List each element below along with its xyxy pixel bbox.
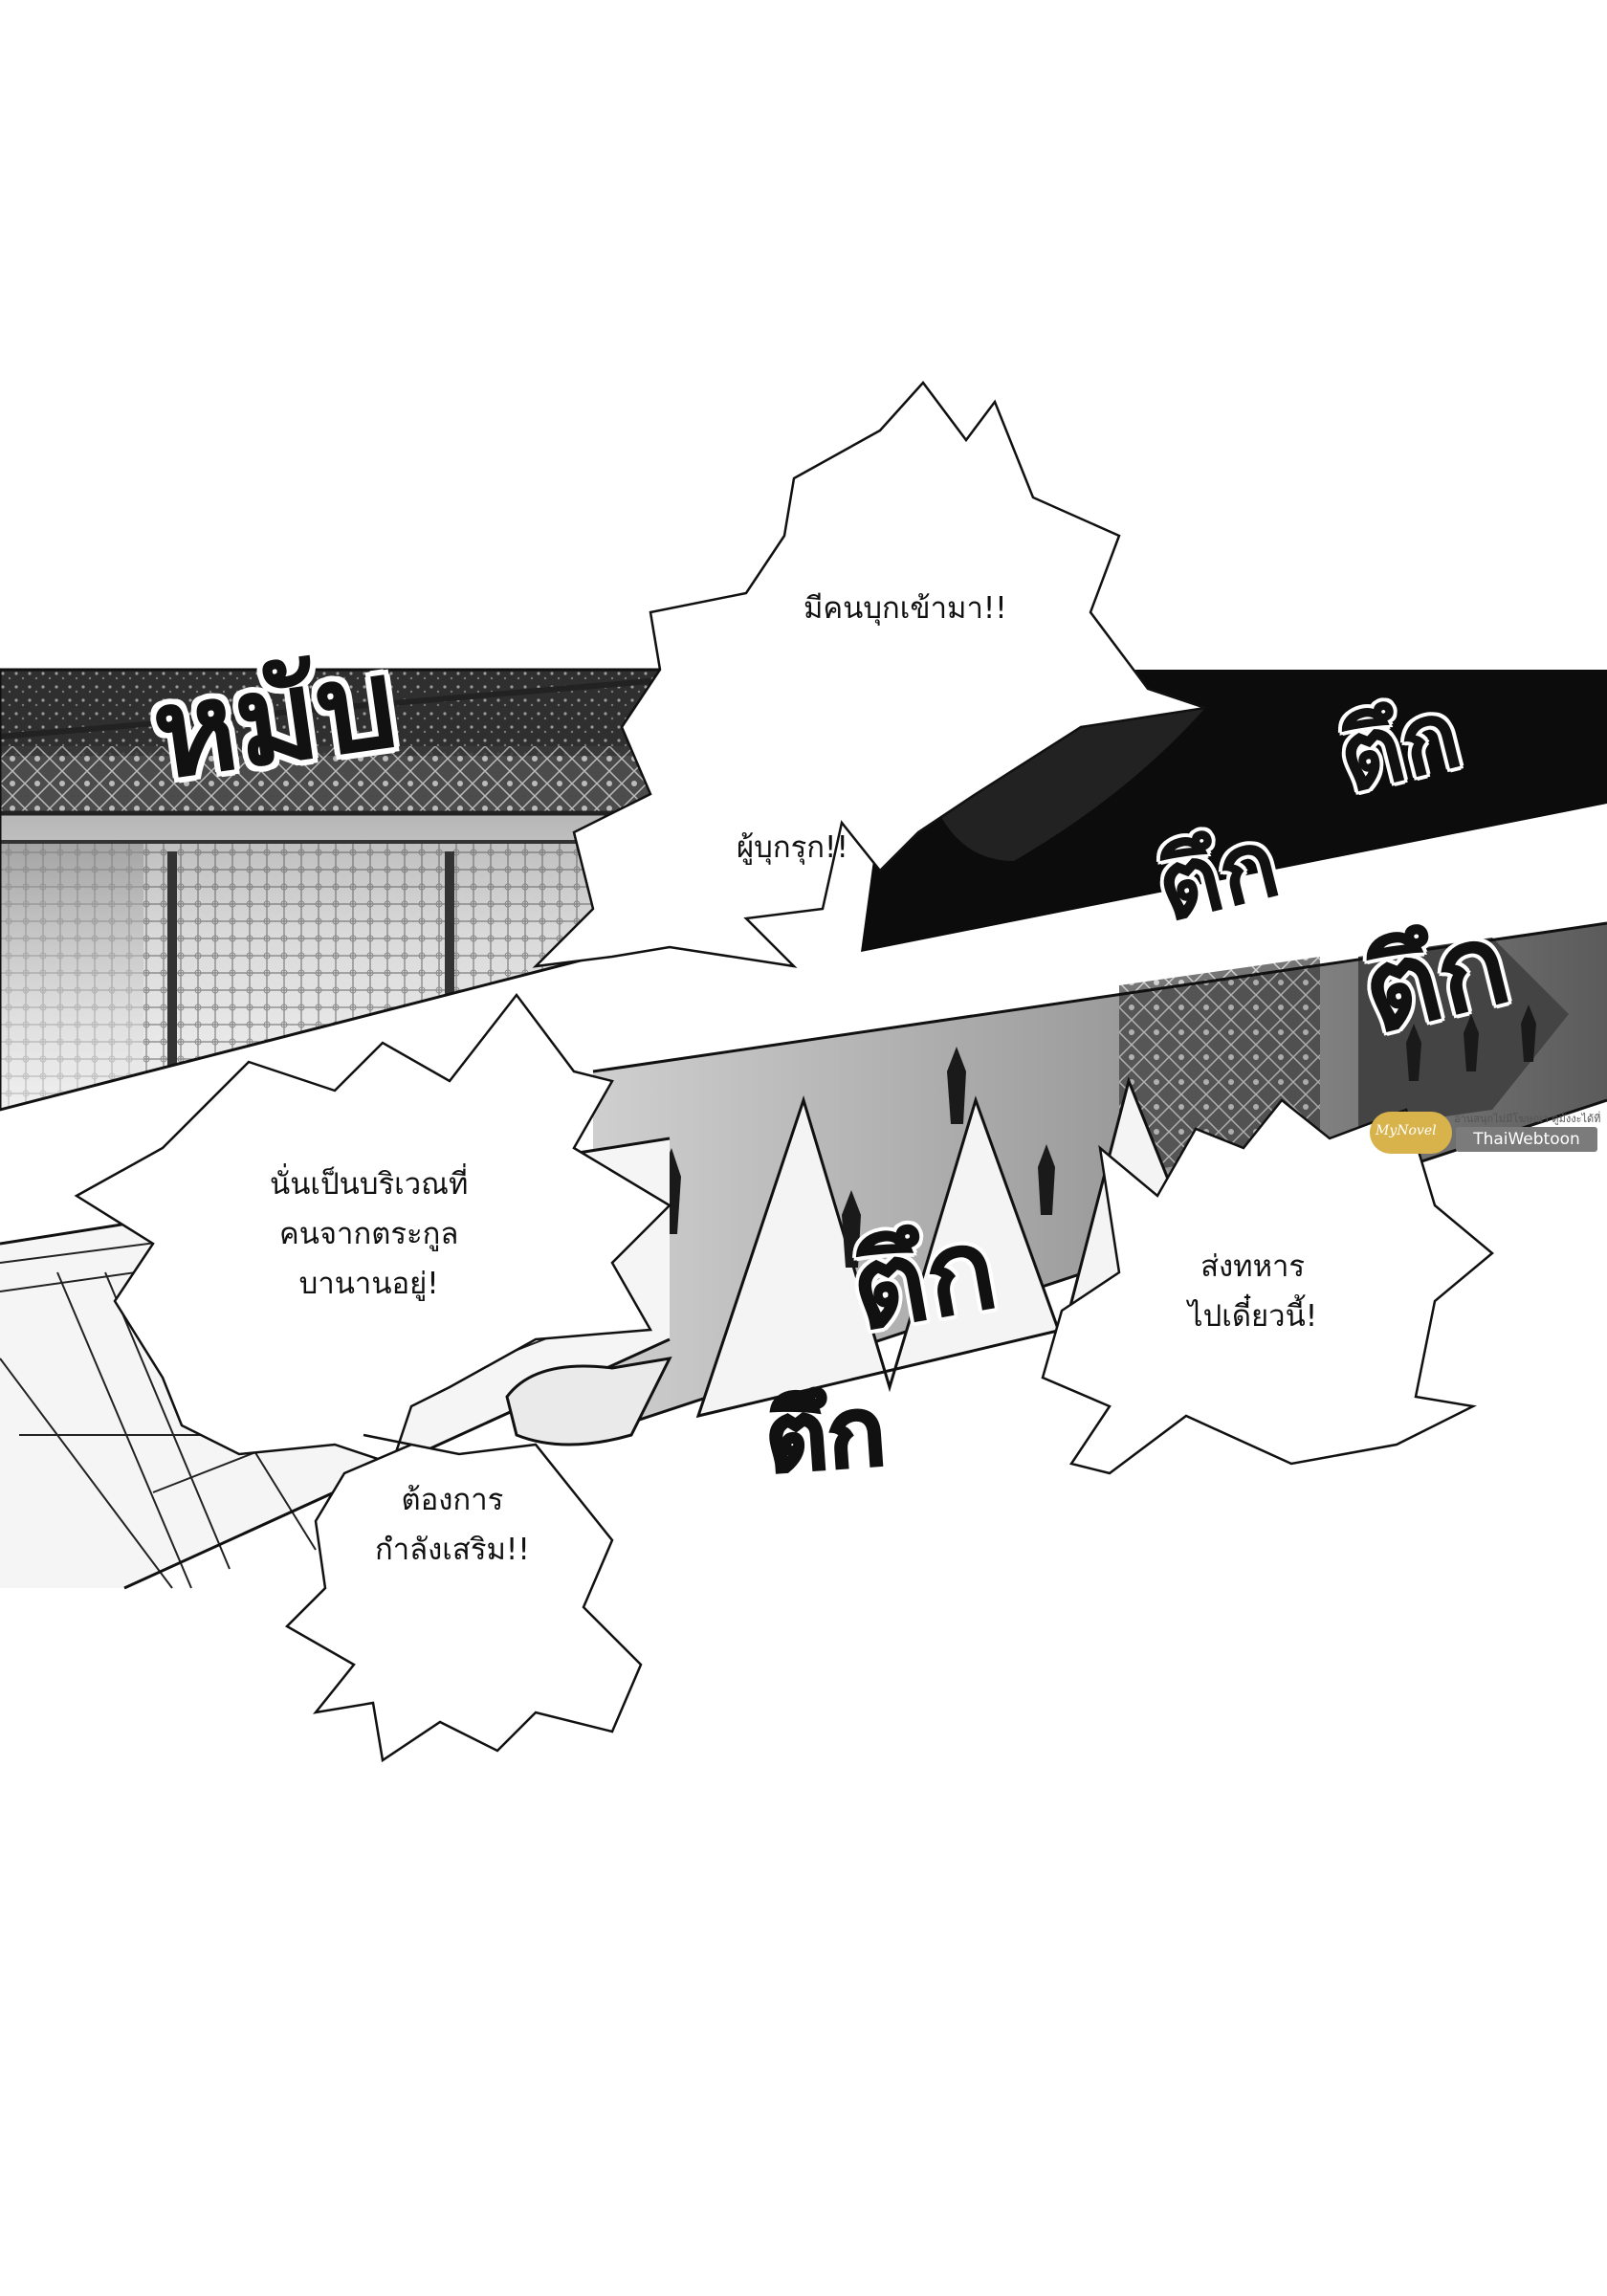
sfx-footstep-5: ตึก [760, 1373, 891, 1495]
dialogue-banan-area: นั่นเป็นบริเวณที่ คนจากตระกูล บานานอยู่! [270, 1159, 468, 1309]
bubble-shape-need-backup [284, 1433, 643, 1763]
dialogue-intruders-coming: มีคนบุกเข้ามา!! [804, 584, 1007, 633]
dialogue-line: กำลังเสริม!! [375, 1533, 530, 1567]
dialogue-line: ผู้บุกรุก!! [737, 830, 848, 865]
bubble-shape-send-soldiers [1041, 1098, 1494, 1475]
dialogue-line: คนจากตระกูล [278, 1217, 459, 1251]
panel-fragment [505, 1357, 672, 1446]
watermark-logo-text: MyNovel [1376, 1123, 1437, 1138]
dialogue-need-backup: ต้องการ กำลังเสริม!! [375, 1475, 530, 1575]
dialogue-line: นั่นเป็นบริเวณที่ [270, 1167, 469, 1202]
sfx-thud: หมับ [143, 629, 407, 809]
watermark-caption: อ่านสนุกไม่มีโฆษณา ดูมังงะได้ที่ [1454, 1113, 1601, 1125]
dialogue-line: บานานอยู่! [298, 1267, 439, 1301]
dialogue-line: ไปเดี๋ยวนี้! [1188, 1299, 1318, 1334]
dialogue-line: ต้องการ [401, 1483, 504, 1517]
dialogue-line: ส่งทหาร [1200, 1249, 1306, 1284]
watermark: MyNovel อ่านสนุกไม่มีโฆษณา ดูมังงะได้ที่… [1370, 1108, 1607, 1158]
dialogue-line: มีคนบุกเข้ามา!! [804, 591, 1007, 626]
bubble-shape-intruders-coming [532, 381, 1206, 968]
watermark-logo: MyNovel [1370, 1112, 1452, 1154]
dialogue-send-soldiers: ส่งทหาร ไปเดี๋ยวนี้! [1188, 1242, 1317, 1341]
bubble-shape-banan-area [74, 992, 672, 1466]
dialogue-intruders: ผู้บุกรุก!! [737, 823, 848, 872]
watermark-site: ThaiWebtoon [1456, 1127, 1597, 1152]
